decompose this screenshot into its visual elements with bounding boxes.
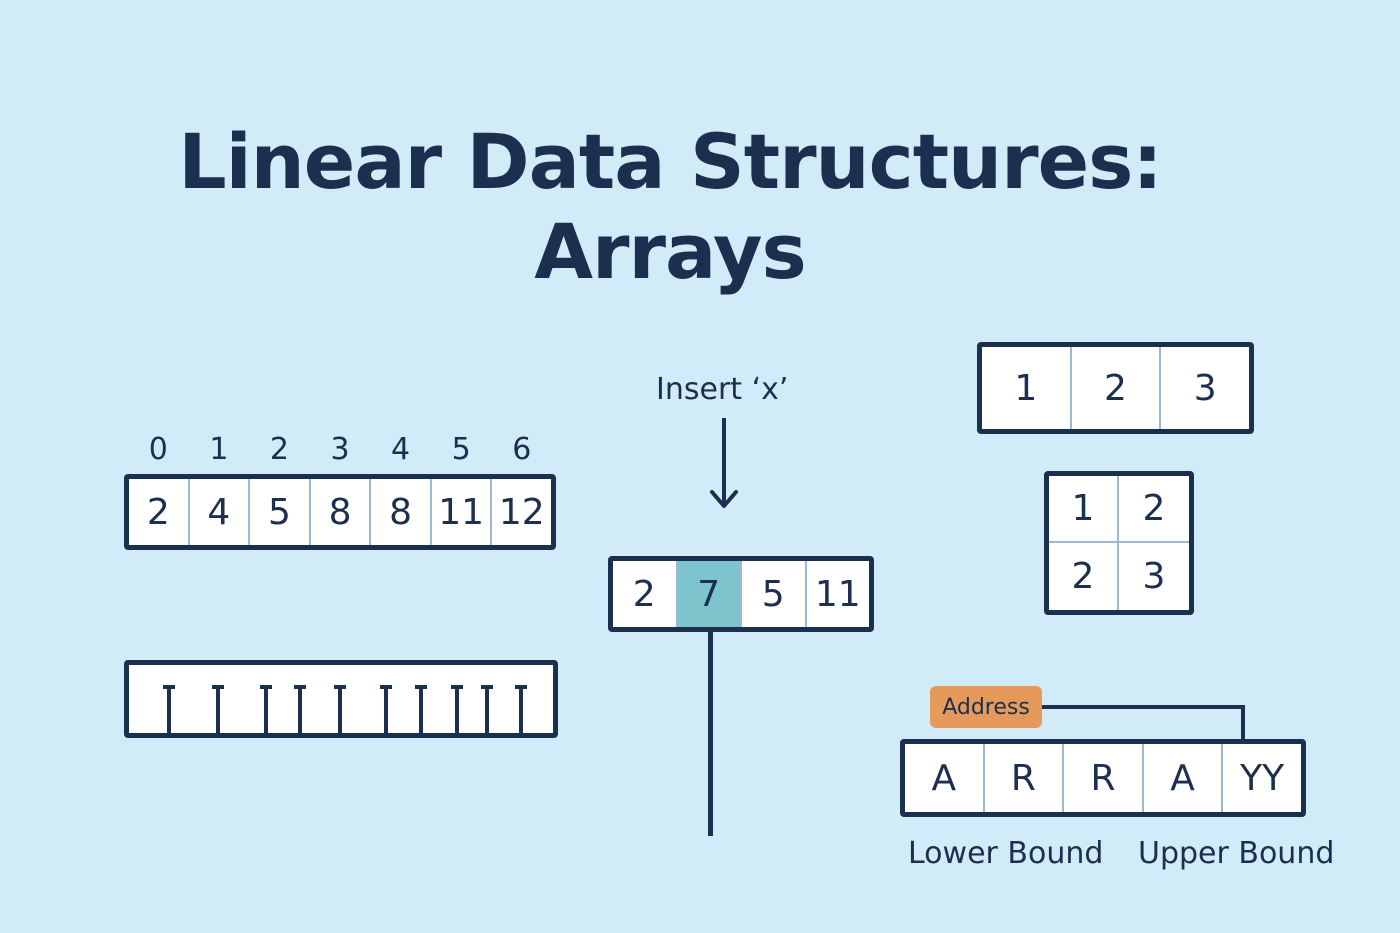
down-arrow-icon <box>710 418 738 508</box>
page-title: Linear Data Structures: <box>178 117 1163 206</box>
array-cell: 4 <box>187 479 249 545</box>
two-d-array: 1 2 2 3 <box>1044 471 1194 615</box>
array-cell: R <box>982 744 1063 812</box>
address-connector-vertical <box>1241 705 1245 743</box>
array-cell: 5 <box>248 479 309 545</box>
index-label: 3 <box>330 432 350 467</box>
array-cell: 11 <box>429 479 491 545</box>
array-cell: 11 <box>804 561 870 627</box>
insertion-array: 2 7 5 11 <box>608 556 874 632</box>
array-cell: 5 <box>740 561 805 627</box>
insertion-stem-line <box>708 630 713 836</box>
indexed-array: 2 4 5 8 8 11 12 <box>124 474 556 550</box>
index-label: 1 <box>209 432 229 467</box>
slot-tick <box>334 685 346 733</box>
index-label: 0 <box>148 432 168 467</box>
array-cell: YY <box>1221 744 1301 812</box>
array-cell: 2 <box>632 573 656 615</box>
array-cell: 2 <box>146 491 170 533</box>
one-d-array: 1 2 3 <box>977 342 1254 434</box>
slot-tick <box>415 685 427 733</box>
slot-tick <box>163 685 175 733</box>
array-cell: 2 <box>1069 347 1160 429</box>
slot-tick <box>481 685 493 733</box>
slot-tick <box>260 685 272 733</box>
lower-bound-label: Lower Bound <box>908 836 1104 871</box>
array-cell: A <box>931 757 957 799</box>
empty-slots-array <box>124 660 558 738</box>
slot-tick <box>212 685 224 733</box>
index-label: 2 <box>269 432 289 467</box>
slot-tick <box>451 685 463 733</box>
array-cell: 1 <box>1014 367 1038 409</box>
index-label: 4 <box>391 432 411 467</box>
matrix-cell: 2 <box>1119 476 1189 543</box>
slot-tick <box>380 685 392 733</box>
index-label: 6 <box>512 432 532 467</box>
slot-tick <box>294 685 306 733</box>
array-cell: 8 <box>369 479 430 545</box>
address-tag: Address <box>930 686 1042 728</box>
matrix-cell: 3 <box>1142 556 1166 597</box>
insert-label: Insert ‘x’ <box>656 372 789 407</box>
array-cell: 8 <box>308 479 370 545</box>
array-cell: 3 <box>1159 347 1249 429</box>
page-subtitle: Arrays <box>534 207 807 296</box>
slot-tick <box>515 685 527 733</box>
inserted-cell: 7 <box>675 561 740 627</box>
address-connector-horizontal <box>1042 705 1245 709</box>
array-cell: R <box>1062 744 1142 812</box>
matrix-cell: 2 <box>1049 543 1119 610</box>
index-labels: 0 1 2 3 4 5 6 <box>128 432 552 467</box>
array-cell: A <box>1141 744 1222 812</box>
matrix-cell: 1 <box>1049 476 1119 543</box>
address-array: A R R A YY <box>900 739 1306 817</box>
index-label: 5 <box>451 432 471 467</box>
array-cell: 12 <box>490 479 551 545</box>
upper-bound-label: Upper Bound <box>1138 836 1335 871</box>
